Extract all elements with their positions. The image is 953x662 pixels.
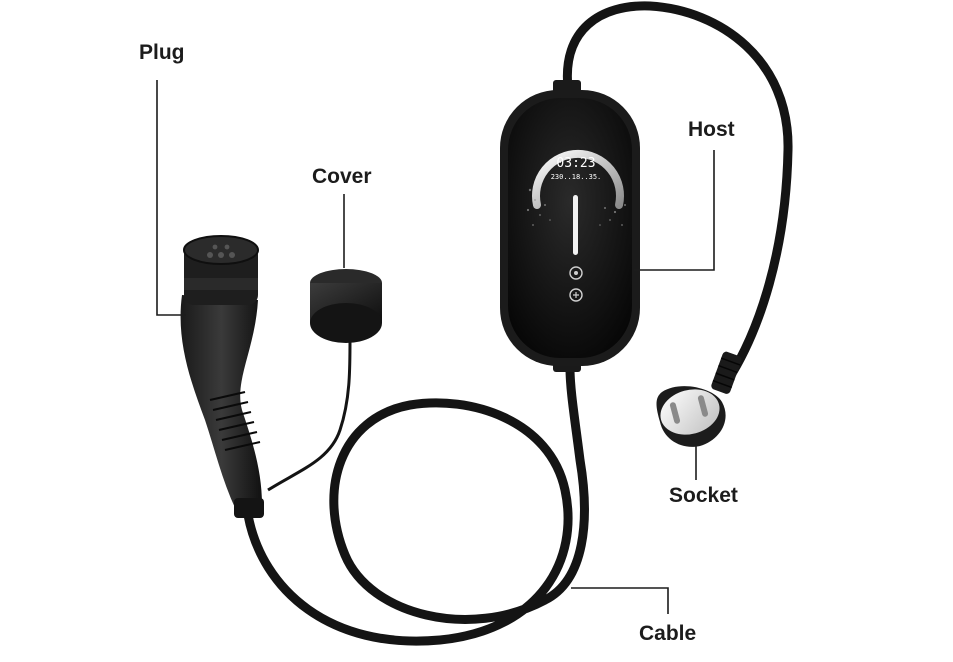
host-display-time: 03:23 xyxy=(556,156,595,171)
cable-leader-line xyxy=(571,587,669,614)
host-label: Host xyxy=(688,118,735,141)
cable-label: Cable xyxy=(639,622,697,645)
settings-button-icon[interactable] xyxy=(569,288,583,302)
upper-cable xyxy=(562,1,793,385)
wall-plug xyxy=(656,351,742,447)
cover-label: Cover xyxy=(312,165,372,188)
host-display-readings: 230..18..35. xyxy=(551,173,602,181)
host-leader-line xyxy=(634,150,715,271)
status-light xyxy=(573,195,578,255)
plug-leader-line xyxy=(156,80,186,316)
host-unit: 03:23 230..18..35. xyxy=(500,80,640,372)
cover-tether xyxy=(267,339,352,492)
type2-plug xyxy=(180,235,264,518)
mode-button-icon[interactable] xyxy=(569,266,583,280)
display-ring xyxy=(532,149,624,209)
main-cable xyxy=(243,363,589,646)
plug-cover xyxy=(310,269,382,343)
socket-label: Socket xyxy=(669,484,738,507)
plug-label: Plug xyxy=(139,41,185,64)
